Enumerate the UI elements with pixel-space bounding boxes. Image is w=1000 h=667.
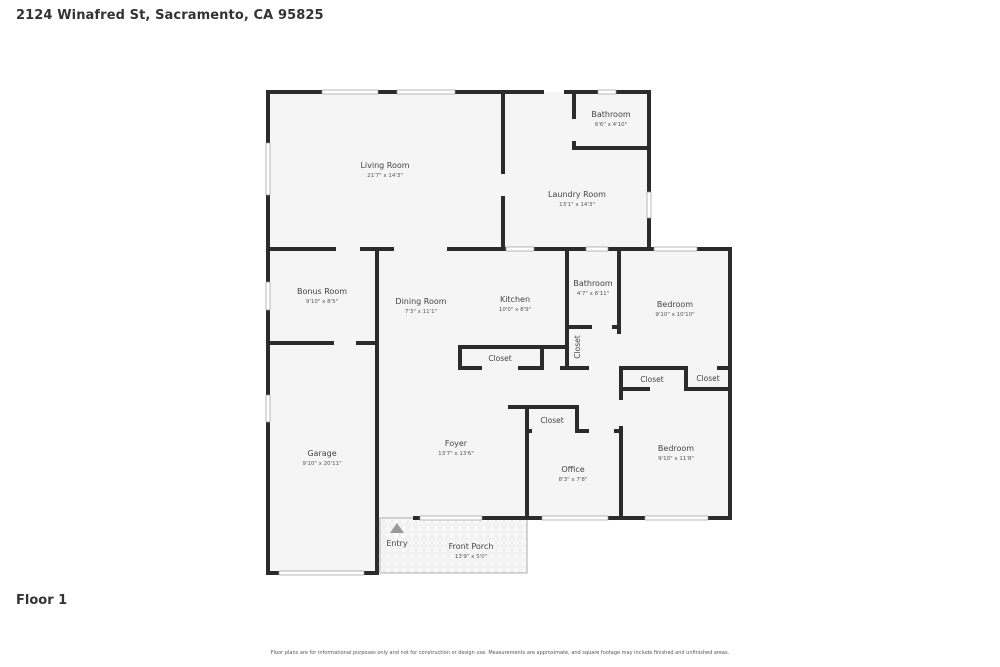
svg-text:13'9" x 5'0": 13'9" x 5'0"	[455, 554, 487, 560]
svg-text:13'1" x 14'3": 13'1" x 14'3"	[559, 202, 595, 208]
disclaimer-text: Floor plans are for informational purpos…	[270, 650, 730, 656]
room-office: Office	[561, 465, 584, 474]
room-living-room: Living Room	[360, 161, 409, 170]
svg-text:9'10" x 11'8": 9'10" x 11'8"	[658, 456, 694, 462]
floor-label: Floor 1	[16, 593, 68, 608]
front-porch-area	[379, 517, 528, 574]
svg-text:4'7" x 6'11": 4'7" x 6'11"	[577, 291, 609, 297]
svg-text:13'7" x 13'6": 13'7" x 13'6"	[438, 451, 474, 457]
closet-kitchen: Closet	[488, 354, 511, 363]
svg-text:6'6" x 4'10": 6'6" x 4'10"	[595, 122, 627, 128]
room-kitchen: Kitchen	[500, 295, 530, 304]
closet-hall: Closet	[573, 335, 582, 358]
property-address: 2124 Winafred St, Sacramento, CA 95825	[16, 8, 324, 23]
entry-label: Entry	[386, 539, 408, 548]
room-bedroom-2: Bedroom	[658, 444, 694, 453]
closet-bedroom-1: Closet	[640, 375, 663, 384]
room-front-porch: Front Porch	[449, 542, 494, 551]
room-bonus-room: Bonus Room	[297, 287, 347, 296]
svg-text:21'7" x 14'3": 21'7" x 14'3"	[367, 173, 403, 179]
room-bedroom-1: Bedroom	[657, 300, 693, 309]
svg-text:7'3" x 11'1": 7'3" x 11'1"	[405, 309, 437, 315]
room-bathroom-2: Bathroom	[573, 279, 613, 288]
svg-text:8'3" x 7'8": 8'3" x 7'8"	[559, 477, 588, 483]
svg-text:10'0" x 8'9": 10'0" x 8'9"	[499, 307, 531, 313]
entry-arrow-icon	[390, 523, 404, 533]
svg-text:9'10" x 8'5": 9'10" x 8'5"	[306, 299, 338, 305]
room-labels: Living Room 21'7" x 14'3" Laundry Room 1…	[297, 110, 720, 560]
walls	[266, 90, 732, 575]
room-dining-room: Dining Room	[395, 297, 446, 306]
closet-office: Closet	[540, 416, 563, 425]
room-bathroom-1: Bathroom	[591, 110, 631, 119]
room-laundry-room: Laundry Room	[548, 190, 606, 199]
floor-fill	[268, 92, 730, 573]
closet-bedroom-2: Closet	[696, 374, 719, 383]
svg-text:9'10" x 10'10": 9'10" x 10'10"	[655, 312, 694, 318]
windows	[265, 89, 709, 576]
room-foyer: Foyer	[445, 439, 468, 448]
room-garage: Garage	[307, 449, 336, 458]
svg-text:9'10" x 20'11": 9'10" x 20'11"	[302, 461, 341, 467]
